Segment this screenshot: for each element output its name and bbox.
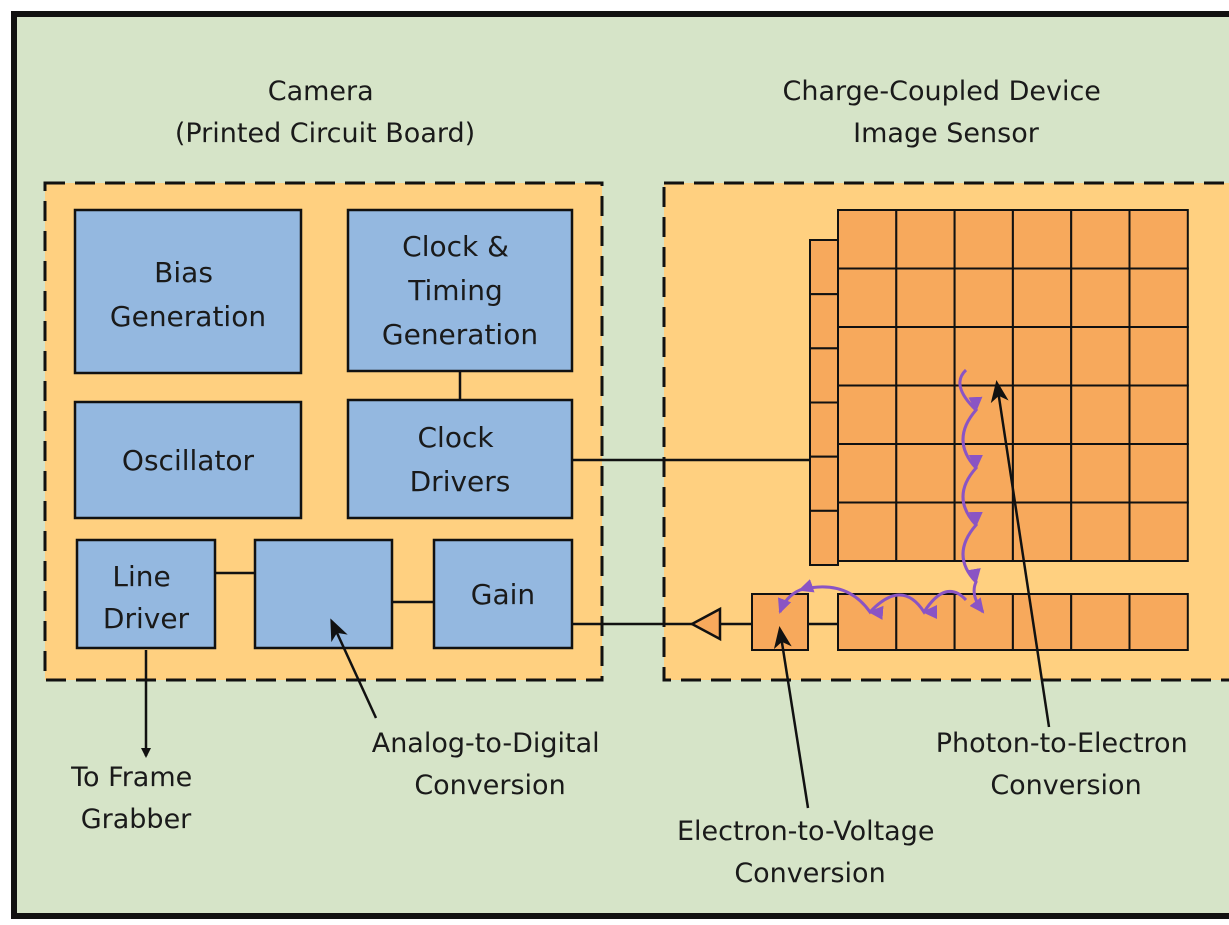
svg-text:Clock Drivers: Clock Drivers [410,421,511,498]
clock-drivers-block: Clock Drivers [346,398,574,520]
photon-callout-arrow [990,380,1051,728]
sensor-title: Charge-Coupled Device Image Sensor [782,76,1109,149]
camera-title: Camera (Printed Circuit Board) [175,76,475,149]
horizontal-shift-register [837,593,1189,651]
bias-generation-block: Bias Generation [73,208,303,375]
ccd-pixel [1128,209,1189,270]
side-register-cell [809,401,839,458]
frame-grabber-line-2: Grabber [81,804,192,835]
ccd-pixel [1070,443,1131,504]
analog-to-digital-block [253,538,394,650]
register-cell [895,593,956,651]
output-amplifier-symbol [689,606,722,642]
ccd-pixel-array [837,209,1189,562]
svg-text:Line Driver: Line Driver [103,560,190,635]
clock-drivers-line-1: Clock [418,421,495,454]
electron-voltage-line-1: Electron-to-Voltage [677,816,935,847]
horizontal-charge-path [778,579,968,620]
svg-text:Gain: Gain [471,578,535,611]
ccd-pixel [895,326,956,387]
register-cell [1011,593,1073,651]
line-driver-block: Line Driver [75,538,217,650]
side-register-cell [809,509,839,567]
bias-label-line-2: Generation [110,300,266,333]
frame-grabber-line-1: To Frame [70,762,192,793]
adc-conversion-line-2: Conversion [414,770,565,801]
ccd-pixel [1070,501,1131,562]
ccd-pixel [1128,384,1189,445]
ccd-pixel [837,443,898,504]
ccd-pixel [837,209,898,270]
ccd-pixel [953,267,1014,328]
clock-timing-generation-block: Clock & Timing Generation [346,208,574,373]
clock-timing-line-2: Timing [407,274,503,307]
electron-voltage-label: Electron-to-Voltage Conversion [677,816,943,889]
svg-text:Clock & Timing Gen: Clock & Timing Generation [382,230,538,351]
oscillator-label: Oscillator [122,444,255,477]
ccd-pixel [837,326,898,387]
adc-callout-arrow [330,618,378,719]
ccd-pixel [1011,267,1073,328]
ccd-pixel [1128,501,1189,562]
camera-title-line-2: (Printed Circuit Board) [175,118,475,149]
register-cell [953,593,1014,651]
adc-conversion-label: Analog-to-Digital Conversion [372,728,609,801]
ccd-pixel [1011,326,1073,387]
register-cell [1070,593,1131,651]
ccd-pixel [1128,443,1189,504]
clock-timing-line-1: Clock & [402,230,509,263]
line-driver-line-2: Driver [103,602,190,635]
ccd-pixel [1128,326,1189,387]
ccd-pixel [895,209,956,270]
side-register-cell [809,347,839,404]
clock-drivers-line-2: Drivers [410,465,511,498]
sensor-title-line-2: Image Sensor [853,118,1040,149]
gain-block: Gain [432,538,574,650]
side-register-cell [809,293,839,350]
ccd-pixel [837,501,898,562]
ccd-pixel [1070,326,1131,387]
svg-text:Bias Generation: Bias Generation [110,256,266,333]
active-pixel [953,326,1014,387]
electron-callout-arrow [773,626,810,809]
ccd-pixel [1011,209,1073,270]
vertical-charge-path [958,368,985,614]
electron-voltage-line-2: Conversion [734,858,885,889]
ccd-pixel [895,267,956,328]
photon-electron-label: Photon-to-Electron Conversion [936,728,1197,801]
ccd-pixel [895,443,956,504]
side-register-cell [809,239,839,296]
ccd-pixel [895,384,956,445]
ccd-pixel [1011,443,1073,504]
ccd-pixel [1011,384,1073,445]
ccd-pixel [895,501,956,562]
line-driver-line-1: Line [112,560,170,593]
ccd-pixel [1128,267,1189,328]
register-cell [1128,593,1189,651]
sensor-title-line-1: Charge-Coupled Device [782,76,1100,107]
vertical-clock-register [809,239,839,567]
ccd-pixel [1070,209,1131,270]
gain-label: Gain [471,578,535,611]
ccd-pixel [837,384,898,445]
adc-conversion-line-1: Analog-to-Digital [372,728,600,759]
frame-grabber-label: To Frame Grabber [70,762,201,835]
ccd-pixel [1070,267,1131,328]
clock-timing-line-3: Generation [382,318,538,351]
bias-label-line-1: Bias [154,256,213,289]
side-register-cell [809,455,839,512]
register-cell [837,593,898,651]
camera-title-line-1: Camera [268,76,374,107]
photon-electron-line-1: Photon-to-Electron [936,728,1188,759]
output-node [751,593,809,651]
svg-text:Oscillator: Oscillator [122,444,255,477]
ccd-pixel [953,209,1014,270]
oscillator-block: Oscillator [73,400,303,520]
ccd-pixel [837,267,898,328]
photon-electron-line-2: Conversion [990,770,1141,801]
ccd-pixel [1070,384,1131,445]
